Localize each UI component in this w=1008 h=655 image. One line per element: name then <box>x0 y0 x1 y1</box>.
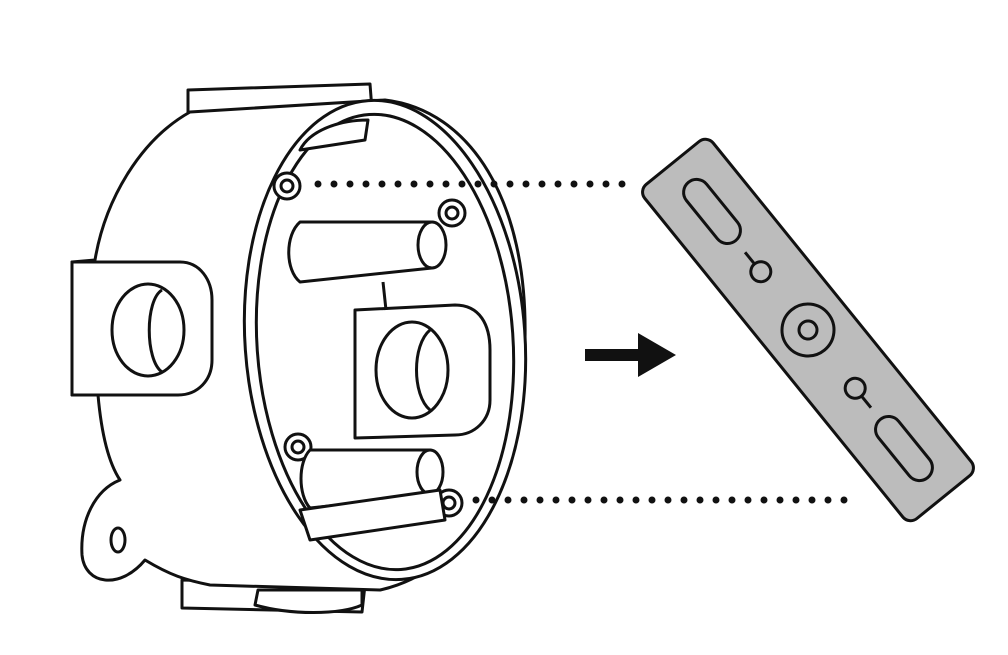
mounting-bracket-icon <box>641 137 975 523</box>
dotted-guide-lines <box>314 180 856 504</box>
arrow-right-icon <box>585 333 676 377</box>
round-electrical-box-icon <box>70 82 528 614</box>
